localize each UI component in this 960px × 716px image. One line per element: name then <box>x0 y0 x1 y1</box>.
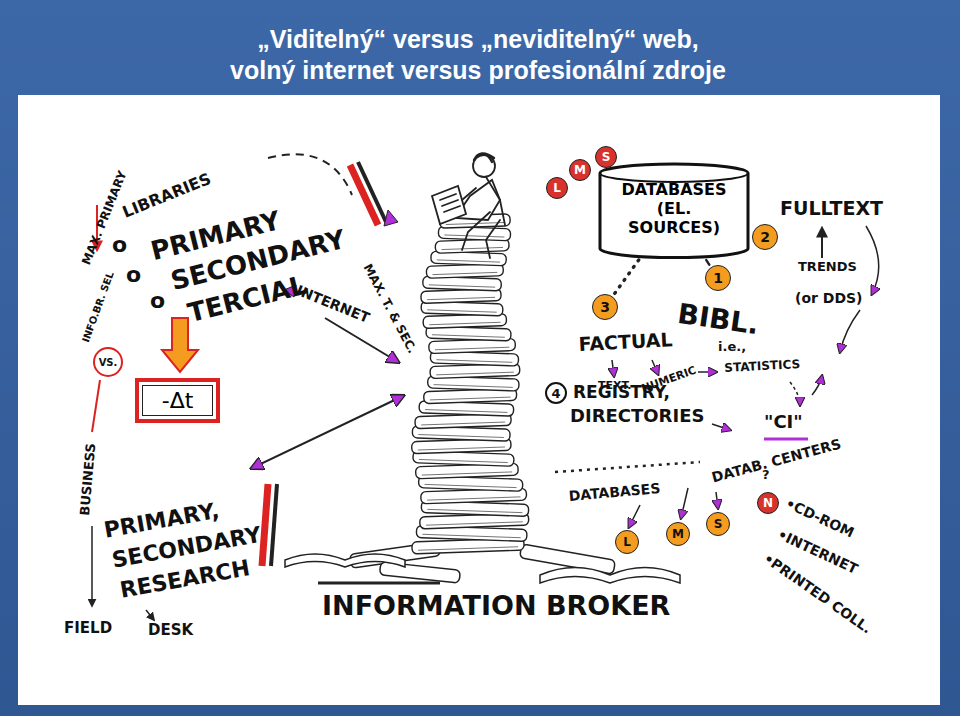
book-pages <box>422 472 512 475</box>
node-text: VS. <box>99 357 118 368</box>
handwritten-label: INFORMATION BROKER <box>322 590 670 621</box>
book-pages <box>436 372 514 375</box>
node-text: 3 <box>600 299 610 315</box>
book-pages <box>437 260 500 262</box>
node-text: M <box>672 527 684 541</box>
handwritten-label: INFO.BR. SEL <box>80 270 116 344</box>
node-text: S <box>714 517 723 531</box>
node-text: N <box>763 496 773 510</box>
database-cylinder: DATABASES (EL. SOURCES) <box>598 164 750 258</box>
cylinder-body <box>600 164 748 258</box>
handwritten-label: BIBL. <box>676 298 761 341</box>
handwritten-label: o <box>112 232 127 257</box>
book-pages <box>425 410 507 413</box>
handwritten-label: STATISTICS <box>724 358 800 376</box>
node-text: 4 <box>551 386 560 401</box>
book-pages <box>427 497 521 500</box>
book-pages <box>430 397 511 400</box>
node-text: S <box>602 150 611 164</box>
number-circle: L <box>546 177 568 199</box>
reading-man <box>432 153 505 258</box>
number-circle: M <box>569 159 591 181</box>
book-pages <box>422 534 520 537</box>
node-text: 2 <box>760 229 770 245</box>
node-text: L <box>553 181 561 195</box>
handwritten-label: BUSINESS <box>78 443 99 517</box>
book-pages <box>436 360 512 363</box>
handwritten-label: ? <box>762 468 770 483</box>
handwritten-label: FIELD <box>64 620 112 637</box>
number-circle: M <box>666 522 690 546</box>
node-text: M <box>574 163 586 177</box>
handwritten-label: "CI" <box>764 412 803 433</box>
handwritten-label: INTERNET <box>294 282 372 326</box>
book-pages <box>435 347 509 350</box>
connector <box>614 260 638 294</box>
handwritten-label: DATABASES <box>568 480 661 504</box>
number-circle: S <box>706 512 730 536</box>
book-pages <box>429 285 495 287</box>
book-pages <box>441 247 503 249</box>
number-circle: VS. <box>93 347 123 377</box>
book-pages <box>425 484 517 487</box>
book-pages <box>433 272 498 274</box>
book-pages <box>418 447 505 450</box>
book-pages <box>427 297 495 299</box>
book-pages <box>446 222 504 224</box>
book-pages <box>418 435 504 438</box>
handwritten-label: REGISTRY, <box>573 383 670 403</box>
handwritten-label: FACTUAL <box>578 329 673 356</box>
handwritten-label: FULLTEXT <box>780 198 883 220</box>
number-circle: S <box>595 146 617 168</box>
book-pages <box>426 522 523 525</box>
handwritten-label: DESK <box>148 622 193 639</box>
node-text: L <box>623 535 631 549</box>
node-text: -Δt <box>162 388 194 413</box>
number-circle: 2 <box>752 224 778 250</box>
book-pages <box>418 547 518 550</box>
node-text: 1 <box>713 270 723 286</box>
number-circle: N <box>757 492 779 514</box>
handwritten-label: (or DDS) <box>795 290 863 306</box>
handwritten-label: i.e., <box>718 340 746 355</box>
number-circle: 1 <box>705 265 731 291</box>
number-circle: L <box>615 530 639 554</box>
book-pages <box>427 310 497 312</box>
delta-box: -Δt <box>135 378 220 423</box>
number-circle: 4 <box>545 382 567 404</box>
slide-title: „Viditelný“ versus „neviditelný“ web, vo… <box>178 24 778 86</box>
handwritten-label: o <box>126 262 141 287</box>
book-pages <box>421 422 505 425</box>
book-pages <box>434 385 513 388</box>
book-pages <box>427 509 522 512</box>
handwritten-label: DIRECTORIES <box>570 406 704 427</box>
number-circle: 3 <box>592 294 618 320</box>
book-stack <box>412 214 529 554</box>
book-pages <box>419 459 508 462</box>
handwritten-label: DATAB. CENTERS <box>710 436 843 486</box>
book-pages <box>429 322 500 324</box>
book-pages <box>432 335 505 338</box>
connector <box>706 260 709 265</box>
handwritten-label: LIBRARIES <box>120 170 214 222</box>
handwritten-label: o <box>150 288 165 313</box>
book-pages <box>444 235 504 237</box>
handwritten-label: TRENDS <box>798 260 857 275</box>
